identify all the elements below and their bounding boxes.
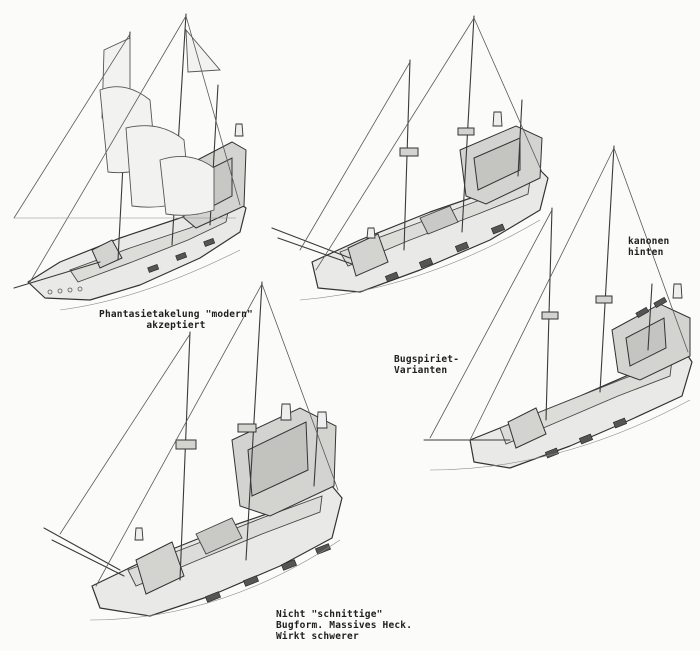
note-bowsprit-line1: Bugspiriet- bbox=[394, 354, 460, 365]
note-shape: Nicht "schnittige" Bugform. Massives Hec… bbox=[276, 609, 412, 642]
note-bowsprit-line2: Varianten bbox=[394, 365, 448, 376]
note-shape-line1: Nicht "schnittige" bbox=[276, 609, 383, 620]
ship-sketch-bare-masts bbox=[271, 15, 549, 301]
note-shape-line3: Wirkt schwerer bbox=[276, 631, 359, 642]
ship-sketch-sails bbox=[13, 13, 247, 311]
note-cannons: kanonen hinten bbox=[628, 236, 669, 258]
ship-sketch-bowsprit-variant bbox=[423, 145, 693, 471]
note-rigging: Phantasietakelung "modern" akzeptiert bbox=[86, 309, 266, 331]
note-cannons-line2: hinten bbox=[628, 247, 664, 258]
note-rigging-line1: Phantasietakelung "modern" bbox=[99, 309, 253, 320]
note-rigging-line2: akzeptiert bbox=[146, 320, 206, 331]
note-shape-line2: Bugform. Massives Heck. bbox=[276, 620, 413, 631]
note-cannons-line1: kanonen bbox=[628, 236, 670, 247]
note-bowsprit: Bugspiriet- Varianten bbox=[394, 354, 459, 376]
ship-sketch-heavy-stern bbox=[43, 281, 343, 621]
